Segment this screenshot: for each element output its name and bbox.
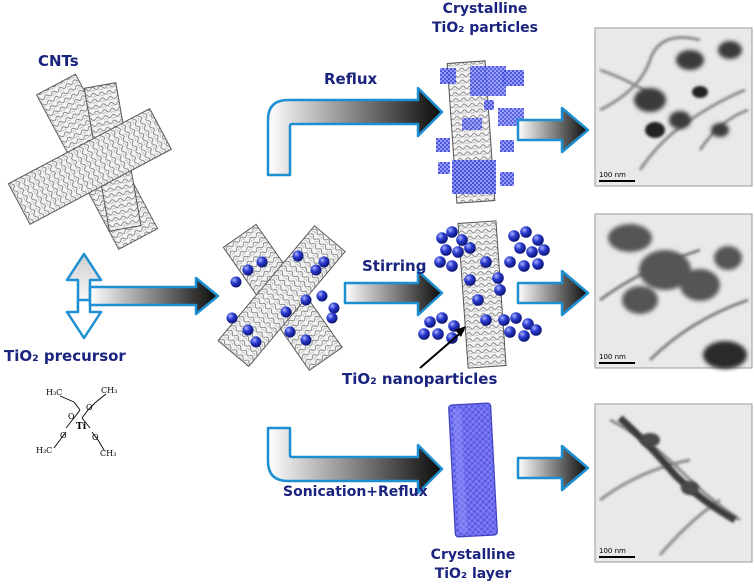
nanoparticle-sphere [432, 328, 444, 340]
nanoparticle-sphere [446, 226, 458, 238]
nanoparticle-sphere [530, 324, 542, 336]
sonication-reflux-label: Sonication+Reflux [283, 484, 428, 500]
nanoparticle-sphere [464, 274, 476, 286]
crystalline-layer-illustration [448, 402, 498, 538]
cnts-illustration [7, 73, 172, 251]
scale-label-sonication: 100 nm [599, 547, 626, 555]
precursor-sphere [226, 312, 238, 324]
precursor-label: TiO₂ precursor [4, 347, 126, 365]
precursor-structure-diagram [53, 393, 107, 451]
precursor-sphere [256, 256, 268, 268]
nanoparticle-sphere [520, 226, 532, 238]
nanoparticle-sphere [518, 260, 530, 272]
arrow-to-tem-1-icon [516, 106, 590, 154]
nanoparticle-sphere [434, 256, 446, 268]
nanoparticle-sphere [480, 256, 492, 268]
nanoparticle-sphere [456, 234, 468, 246]
scale-line-reflux [599, 180, 635, 182]
nanoparticle-sphere [522, 318, 534, 330]
precursor-sphere [300, 334, 312, 346]
scale-bar-reflux: 100 nm [599, 171, 635, 182]
arrow-to-tem-3-icon [516, 444, 590, 492]
methyl-top-right: CH₃ [101, 386, 118, 395]
nanoparticles-on-cnt-illustration [418, 220, 550, 369]
precursor-sphere [328, 302, 340, 314]
crystalline-layer-line1: Crystalline [430, 547, 516, 563]
precursor-sphere [242, 324, 254, 336]
nanoparticle-sphere [472, 294, 484, 306]
crystalline-particles-title: Crystalline TiO₂ particles [424, 0, 546, 38]
nanoparticles-label: TiO₂ nanoparticles [342, 370, 498, 388]
nanoparticle-sphere [514, 242, 526, 254]
pointer-arrow-icon [419, 326, 466, 369]
methyl-bottom-right: CH₃ [100, 449, 117, 458]
scale-bar-sonication: 100 nm [599, 547, 635, 558]
nanoparticle-sphere [436, 232, 448, 244]
stirring-label: Stirring [362, 257, 427, 275]
crystalline-particles-line1: Crystalline [442, 1, 528, 17]
nanoparticle-sphere [436, 312, 448, 324]
tem-image-stirring [594, 213, 753, 369]
nanoparticle-sphere [446, 260, 458, 272]
oxygen-bottom-left: O [60, 431, 67, 440]
double-arrow-vertical-icon [65, 252, 103, 340]
nanoparticle-sphere [494, 284, 506, 296]
cnts-label: CNTs [38, 52, 79, 70]
crystalline-layer-title: Crystalline TiO₂ layer [418, 546, 528, 584]
titanium-center: Ti [76, 422, 87, 432]
nanoparticle-sphere [518, 330, 530, 342]
nanoparticle-sphere [498, 314, 510, 326]
precursor-sphere [250, 336, 262, 348]
crystalline-layer-line2: TiO₂ layer [434, 566, 512, 582]
scale-line-stirring [599, 362, 635, 364]
precursor-sphere [230, 276, 242, 288]
arrow-to-tem-2-icon [516, 269, 590, 317]
tem-image-reflux [594, 27, 753, 187]
nanoparticle-sphere [532, 258, 544, 270]
reflux-arrow-icon [266, 86, 444, 177]
scale-label-reflux: 100 nm [599, 171, 626, 179]
nanoparticle-sphere [446, 332, 458, 344]
precursor-sphere [310, 264, 322, 276]
scale-label-stirring: 100 nm [599, 353, 626, 361]
nanoparticle-sphere [504, 326, 516, 338]
tem-image-sonication [594, 403, 753, 563]
scale-bar-stirring: 100 nm [599, 353, 635, 364]
precursor-sphere [300, 294, 312, 306]
methyl-bottom-left: H₃C [36, 446, 53, 455]
crystalline-particles-line2: TiO₂ particles [431, 20, 539, 36]
nanoparticle-sphere [504, 256, 516, 268]
nanoparticle-sphere [510, 312, 522, 324]
scale-line-sonication [599, 556, 635, 558]
nanoparticle-sphere [464, 242, 476, 254]
precursor-sphere [292, 250, 304, 262]
crystalline-particles-illustration [436, 60, 524, 204]
nanoparticle-sphere [492, 272, 504, 284]
precursor-sphere [280, 306, 292, 318]
cnts-with-precursor-illustration [217, 223, 346, 371]
precursor-sphere [318, 256, 330, 268]
oxygen-top-left: O [68, 412, 75, 421]
sonication-reflux-arrow-icon [266, 426, 444, 495]
methyl-top-left: H₃C [46, 388, 63, 397]
precursor-sphere [326, 312, 338, 324]
nanoparticle-sphere [452, 246, 464, 258]
precursor-sphere [242, 264, 254, 276]
nanoparticle-sphere [526, 246, 538, 258]
nanoparticle-sphere [418, 328, 430, 340]
arrow-to-mixture-icon [88, 276, 220, 316]
reflux-label: Reflux [324, 70, 378, 88]
nanoparticle-sphere [532, 234, 544, 246]
nanoparticle-sphere [448, 320, 460, 332]
oxygen-top-right: O [86, 403, 93, 412]
nanoparticle-sphere [538, 244, 550, 256]
stirring-arrow-icon [343, 269, 444, 317]
nanoparticle-sphere [508, 230, 520, 242]
oxygen-bottom-right: O [92, 433, 99, 442]
nanoparticle-sphere [440, 244, 452, 256]
precursor-sphere [284, 326, 296, 338]
nanoparticle-sphere [424, 316, 436, 328]
nanoparticle-sphere [480, 314, 492, 326]
precursor-sphere [316, 290, 328, 302]
